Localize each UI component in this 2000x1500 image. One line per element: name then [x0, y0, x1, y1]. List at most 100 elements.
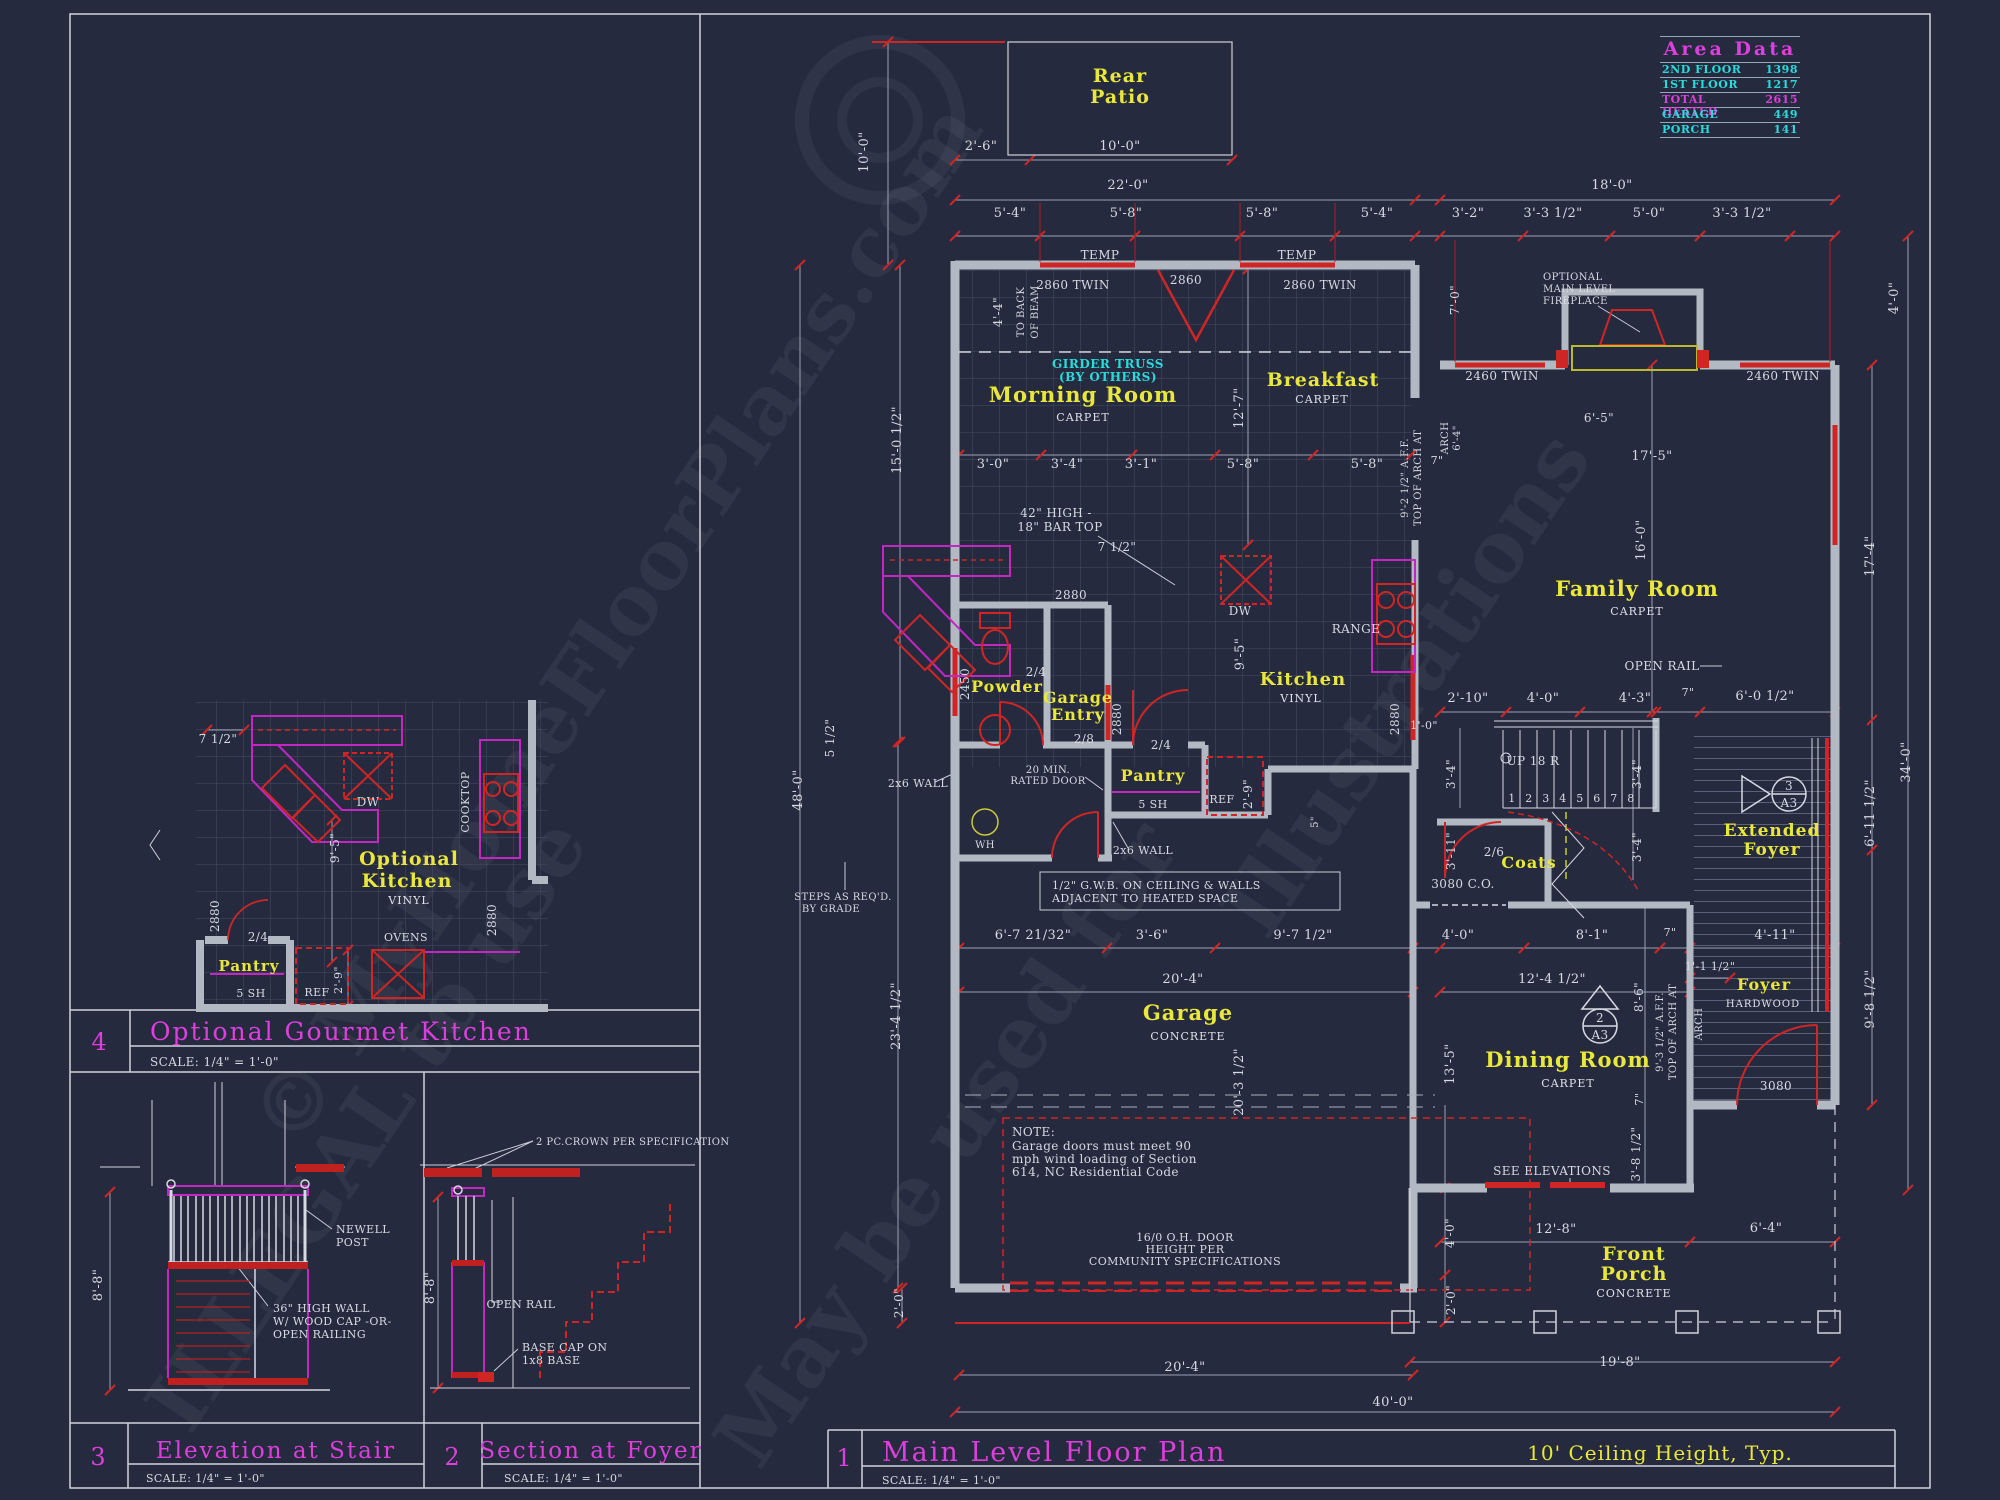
panel2-number: 2: [444, 1443, 461, 1471]
extension-lines-red: [1039, 203, 1831, 362]
ovens-icon: [371, 949, 425, 999]
dimension-label: 3'-4": [1051, 457, 1084, 472]
dimension-label: 3'-8 1/2": [1629, 1127, 1643, 1182]
dimension-label: 6'-11 1/2": [1863, 779, 1878, 847]
window-label: 2450: [958, 668, 972, 700]
area-row-value: 141: [1773, 123, 1798, 136]
dimension-label: 34'-0": [1899, 741, 1914, 782]
area-row-label: PORCH: [1662, 123, 1711, 136]
area-table-title: Area Data: [1660, 36, 1800, 63]
note-label: GIRDER TRUSS: [1052, 357, 1164, 371]
dimension-label: 2x6 WALL: [1113, 844, 1174, 857]
finish-label: CONCRETE: [1150, 1030, 1225, 1043]
toilet-icon: [981, 629, 1009, 665]
dimension-label: 5'-8": [1351, 457, 1384, 472]
dimension-label: 7 1/2": [1098, 540, 1137, 554]
section-marker-text: 3: [1785, 779, 1793, 793]
dimension-label: OPEN RAIL: [486, 1298, 555, 1311]
garage-door-note: NOTE:: [1012, 1125, 1055, 1139]
door-label: 2/8: [1074, 732, 1095, 746]
dimension-label: 9'-3 1/2" A.F.F.: [1655, 992, 1666, 1072]
dimension-label: 2: [1525, 792, 1532, 805]
room-garage: Garage: [1143, 1000, 1233, 1025]
dimension-label: STEPS AS REQ'D.: [794, 892, 891, 903]
powder-fixtures: [979, 612, 1011, 746]
dimension-label: 3'-2": [1452, 206, 1485, 221]
section-marker-text: 2: [1596, 1011, 1604, 1025]
dimension-label: 7 1/2": [199, 732, 238, 746]
area-table-row: 2ND FLOOR 1398: [1660, 63, 1800, 78]
window-label: 2880: [208, 900, 222, 932]
dimension-label: TEMP: [1278, 248, 1317, 262]
dimension-label: 16'-0": [1634, 519, 1649, 560]
dimension-label: 40'-0": [1372, 1395, 1413, 1410]
dimension-label: 7": [1431, 454, 1444, 467]
fireplace: [1556, 309, 1709, 371]
dimension-label: TOP OF ARCH AT: [1413, 430, 1424, 526]
floor-finish-patterns: [196, 269, 1832, 1102]
area-row-label: TOTAL HEATED: [1662, 93, 1718, 118]
panel3-scale: SCALE: 1/4" = 1'-0": [146, 1472, 265, 1485]
dimension-label: 5'-0": [1633, 206, 1666, 221]
dimension-label: 2'-10": [1447, 691, 1488, 706]
overhead-door-note: COMMUNITY SPECIFICATIONS: [1089, 1255, 1281, 1268]
title-blocks: 4 Optional Gourmet Kitchen SCALE: 1/4" =…: [90, 1017, 1791, 1487]
dimension-label: OPTIONAL: [1543, 272, 1603, 283]
finish-label: VINYL: [1279, 692, 1321, 705]
dishwasher-label: DW: [357, 795, 380, 809]
dimension-label: 2'-0": [892, 1288, 906, 1318]
stair-down-path: [1507, 811, 1639, 891]
dimension-label: 6'-7 21/32": [995, 928, 1071, 943]
section-marker-2-A3: [1580, 984, 1620, 1044]
opening-label: 3080 C.O.: [1431, 877, 1494, 891]
dimension-label: OPEN RAILING: [273, 1328, 366, 1341]
dimension-label: 18'-0": [1591, 178, 1632, 193]
panel1-title: Main Level Floor Plan: [882, 1437, 1226, 1468]
dimension-label: 9'-5": [1233, 638, 1248, 671]
section-marker-text: A3: [1590, 1028, 1608, 1042]
dimension-label: 6'-5": [1584, 411, 1614, 425]
dimension-label: 5 1/2": [823, 719, 837, 758]
dimension-label: 12'-8": [1535, 1222, 1576, 1237]
section-marker-3-A3: [1741, 774, 1807, 814]
dimension-label: 8'-8": [91, 1269, 106, 1302]
dimension-label: 3'-4": [1630, 832, 1644, 862]
dimension-label: 9'-7 1/2": [1273, 928, 1332, 943]
dimension-label: ARCH: [1694, 1008, 1705, 1042]
dimension-label: 8'-6": [1632, 982, 1646, 1012]
dimension-label: 5 SH: [1138, 798, 1167, 811]
room-front-porch: Porch: [1601, 1263, 1668, 1285]
room-garage-entry: Garage: [1043, 688, 1113, 707]
room-morning-room: Morning Room: [989, 382, 1178, 407]
windows: [872, 41, 1838, 1188]
sink-icon: [979, 714, 1011, 746]
dimension-label: 4'-11": [1754, 928, 1795, 943]
finish-label: VINYL: [387, 894, 429, 907]
window-label: 2880: [485, 904, 499, 936]
area-data-table: Area Data 2ND FLOOR 1398 1ST FLOOR 1217 …: [1660, 36, 1800, 138]
room-kitchen: Kitchen: [1260, 669, 1346, 690]
garage-door-note-box: [1002, 1117, 1531, 1291]
dimension-label: 5": [1310, 816, 1321, 828]
porch-column: [1533, 1310, 1557, 1334]
finish-label: CARPET: [1295, 393, 1348, 406]
porch-column: [1817, 1310, 1841, 1334]
door-label: 2/4: [1151, 738, 1172, 752]
note-label: (BY OTHERS): [1059, 370, 1157, 384]
dimension-label: BY GRADE: [802, 904, 860, 915]
rear-patio-outline: [1007, 41, 1233, 156]
room-family-room: Family Room: [1555, 576, 1719, 601]
dimension-label: 3'-0": [977, 457, 1010, 472]
dimension-label: 22'-0": [1107, 178, 1148, 193]
area-table-row: PORCH 141: [1660, 123, 1800, 138]
finish-label: HARDWOOD: [1726, 999, 1800, 1010]
area-row-label: GARAGE: [1662, 108, 1719, 121]
dimension-label: 1'-0": [1410, 719, 1438, 732]
window-label: 2880: [1110, 703, 1124, 735]
dimension-label: POST: [336, 1236, 369, 1249]
front-porch: [1391, 738, 1841, 1334]
area-row-value: 2615: [1765, 93, 1798, 106]
dimension-label: 8: [1627, 792, 1634, 805]
gwb-note: ADJACENT TO HEATED SPACE: [1051, 892, 1238, 905]
dimension-label: 12'-7": [1232, 387, 1247, 428]
